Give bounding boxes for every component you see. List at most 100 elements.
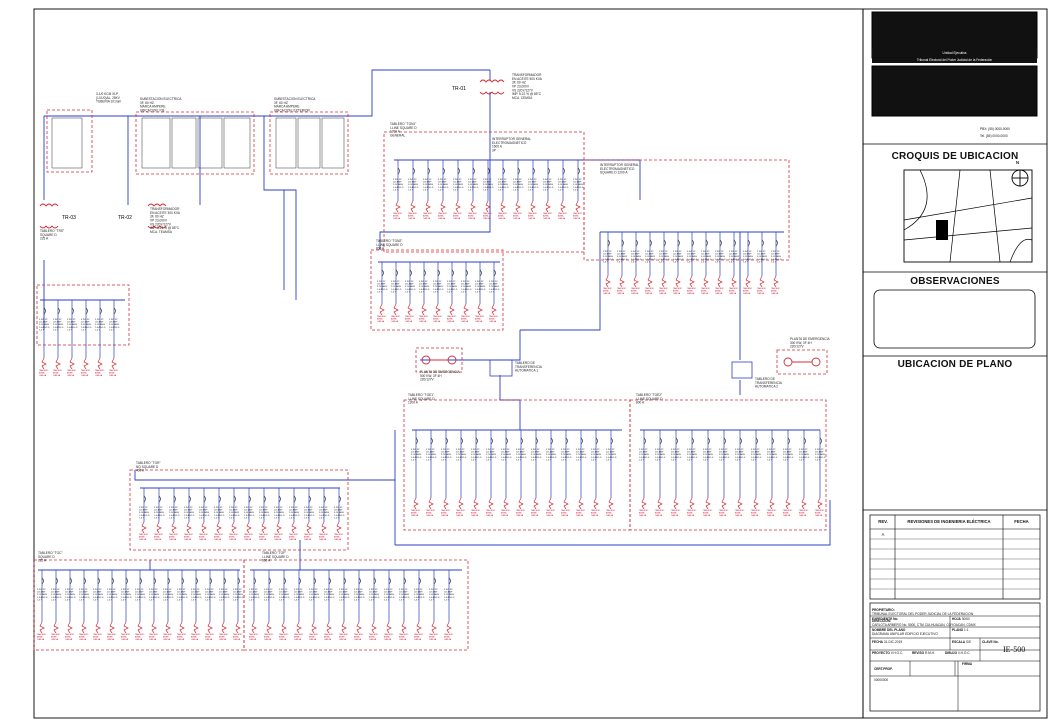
load-symbol [545,200,551,213]
load-symbol [563,497,569,510]
load-symbol [407,303,413,316]
load-symbol [605,275,611,288]
breaker-symbol [565,437,568,445]
breaker-symbol [113,307,116,315]
breaker-symbol [437,269,440,277]
fecha-value: 31-DIC-2019 [883,640,903,644]
breaker-symbol [649,239,652,247]
load-symbol [276,521,282,534]
load-symbol [97,357,103,370]
load-symbol [39,621,45,634]
load-symbol [463,303,469,316]
breaker-symbol [535,437,538,445]
load-symbol [165,621,171,634]
load-symbol [291,521,297,534]
load-symbol [703,275,709,288]
incoming-supply-lines [43,69,491,300]
contact-line1: PBX: (55) 0000-0000 [980,126,1010,131]
breaker-symbol [610,437,613,445]
contact-line2: Tel. (55) 0000-0000 [980,134,1008,139]
breaker-symbol [663,239,666,247]
transformer-tr03 [39,203,59,229]
load-symbol [440,200,446,213]
generator-2 [783,357,821,367]
load-symbol [216,521,222,534]
breaker-symbol [747,239,750,247]
load-symbol [500,200,506,213]
load-symbol [608,497,614,510]
load-symbol [745,275,751,288]
breaker-symbol [248,495,251,503]
substation-enclosures [46,109,349,175]
breaker-symbol [707,437,710,445]
load-symbol [641,497,647,510]
plano-label: PLANO [952,628,964,632]
load-symbol [156,521,162,534]
breaker-symbol [448,577,451,585]
reviso-label: REVISO [912,651,925,655]
tr03-label: TR-03 [62,215,76,221]
observations-box [873,289,1036,349]
load-symbol [41,357,47,370]
breaker-symbol [502,167,505,175]
load-symbol [421,303,427,316]
cert-label: CERT.PROF. [874,667,893,671]
load-symbol [817,497,823,510]
expediente-label: EXPEDIENTE No. [872,617,899,621]
breaker-symbol [181,577,184,585]
breaker-symbol [427,167,430,175]
load-symbol [151,621,157,634]
load-symbol [393,303,399,316]
breaker-symbol [153,577,156,585]
breaker-symbol [532,167,535,175]
load-symbol [455,200,461,213]
hoja-label: HOJA [952,617,961,621]
logo-caption-line2: Tribunal Electoral del Poder Judicial de… [916,58,993,63]
breaker-symbol [403,577,406,585]
breaker-symbol [268,577,271,585]
